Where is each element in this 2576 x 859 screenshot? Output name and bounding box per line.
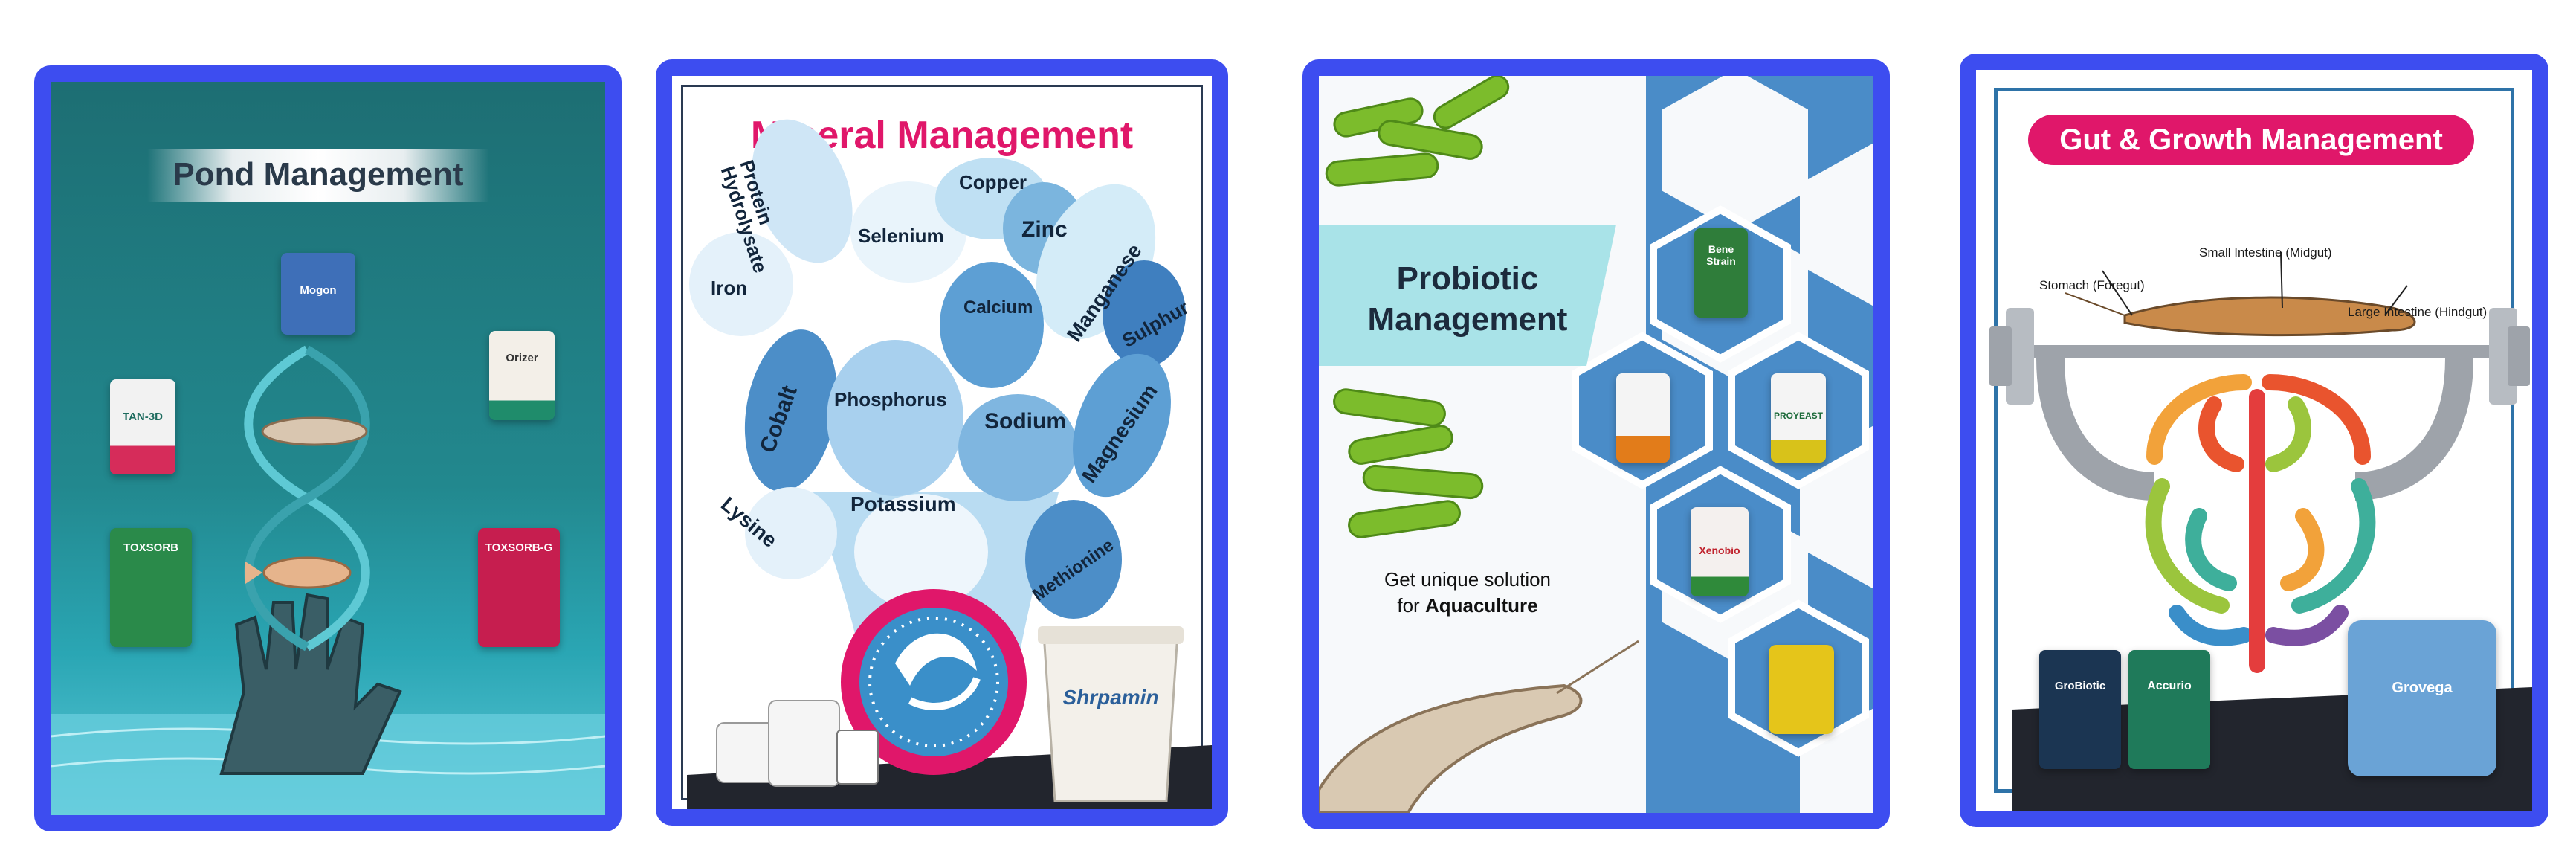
pond-management-title: Pond Management — [172, 156, 464, 193]
probiotic-illustration — [1319, 76, 1873, 813]
product-mogon[interactable]: Mogon — [281, 253, 355, 335]
product-proyeast[interactable]: PROYEAST — [1771, 373, 1826, 463]
product-grobiotic[interactable]: GroBiotic — [2039, 650, 2121, 769]
probiotic-tagline: Get unique solution for Aquaculture — [1341, 567, 1594, 619]
bacteria-icon — [1325, 76, 1510, 538]
tagline-prefix: for — [1397, 594, 1425, 617]
label-hindgut: Large Intestine (Hindgut) — [2348, 305, 2488, 319]
product-xenobio[interactable]: Xenobio — [1691, 507, 1749, 596]
shrimp-icon — [2123, 296, 2416, 337]
product-toxsorb[interactable]: TOXSORB — [110, 528, 192, 647]
product-accurio[interactable]: Accurio — [2128, 650, 2210, 769]
hand-icon — [219, 593, 402, 775]
product-liquid-can[interactable] — [1769, 645, 1834, 734]
product-tan-3d[interactable]: TAN-3D — [110, 379, 175, 474]
probiotic-management-title: Probiotic Management — [1334, 258, 1601, 340]
product-toxsorb-g[interactable]: TOXSORB-G — [478, 528, 560, 647]
mineral-splash-illustration — [687, 119, 1212, 809]
tagline-line1: Get unique solution — [1384, 568, 1552, 591]
shrimp-icon — [261, 416, 368, 446]
label-midgut: Small Intestine (Midgut) — [2199, 245, 2332, 260]
product-bene-strain[interactable]: Bene Strain — [1694, 228, 1748, 318]
mineral-bubbles — [689, 119, 1186, 619]
probiotic-management-card[interactable]: Probiotic Management Get unique solution… — [1302, 59, 1890, 829]
shrimp-icon — [1319, 683, 1583, 813]
tagline-emphasis: Aquaculture — [1424, 594, 1538, 617]
gut-growth-title: Gut & Growth Management — [2059, 123, 2443, 156]
probiotic-title-line2: Management — [1367, 301, 1568, 338]
product-orizer[interactable]: Orizer — [489, 331, 555, 420]
mineral-management-card[interactable]: Mineral Management — [656, 59, 1228, 826]
product-probiotic-pack[interactable] — [1616, 373, 1670, 463]
shrpamin-bucket — [1042, 632, 1179, 802]
pond-management-card[interactable]: Pond Management Mogon TAN-3D Orizer TOXS… — [34, 65, 622, 831]
label-foregut: Stomach (Foregut) — [2039, 278, 2145, 292]
brain-icon — [2145, 374, 2376, 673]
pond-illustration — [51, 345, 605, 815]
fish-icon — [262, 556, 352, 589]
gut-growth-management-card[interactable]: Gut & Growth Management — [1960, 54, 2548, 827]
barbell-icon — [2021, 345, 2496, 358]
title-band — [147, 149, 489, 202]
probiotic-title-band — [1319, 225, 1616, 366]
product-grovega[interactable]: Grovega — [2348, 620, 2496, 776]
gut-title-pill — [2028, 115, 2474, 165]
probiotic-title-line1: Probiotic — [1396, 260, 1539, 297]
